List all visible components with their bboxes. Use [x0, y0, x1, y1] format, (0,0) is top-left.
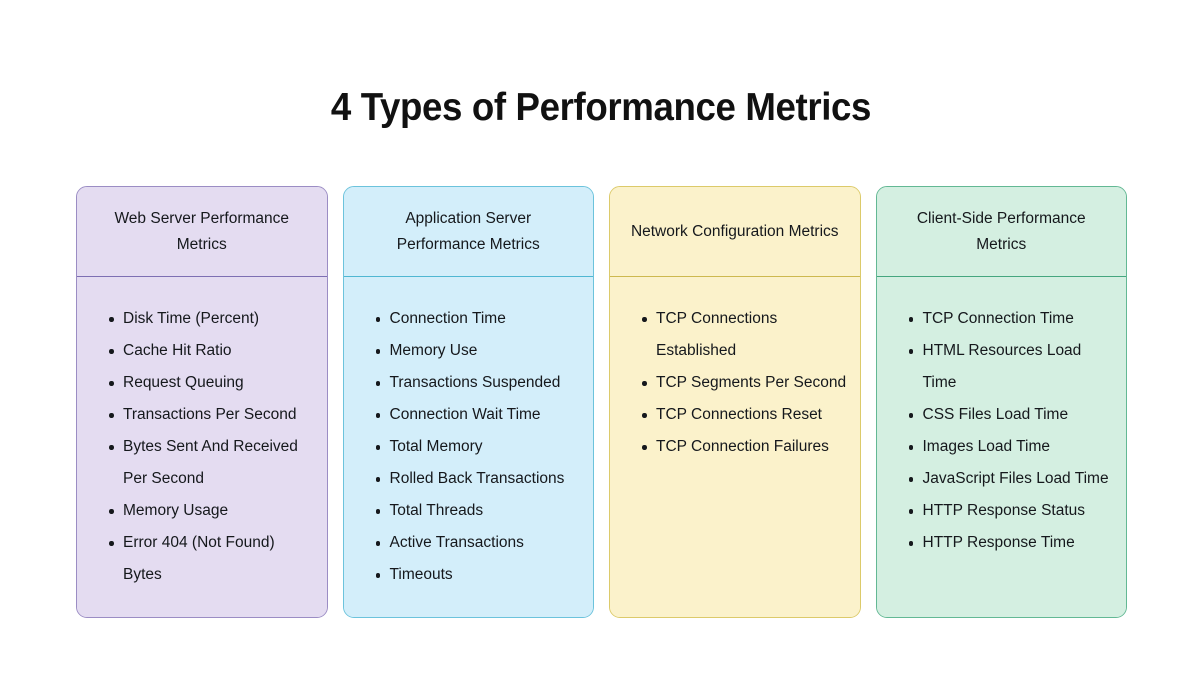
bullet-icon [642, 317, 647, 322]
metric-list-item: Disk Time (Percent) [87, 303, 317, 335]
metric-list-item: Transactions Per Second [87, 399, 317, 431]
metric-list-item-label: Timeouts [389, 566, 453, 583]
metric-list-item-label: Error 404 (Not Found) Bytes [123, 534, 275, 583]
bullet-icon [375, 509, 380, 514]
metric-list-item: Cache Hit Ratio [87, 335, 317, 367]
metric-list-item-label: Bytes Sent And Received Per Second [123, 438, 298, 487]
metric-list-item: Transactions Suspended [354, 367, 584, 399]
bullet-icon [109, 317, 114, 322]
metric-list-item: TCP Connection Failures [620, 431, 850, 463]
metric-list-item: Connection Wait Time [354, 399, 584, 431]
metric-list-item-label: Memory Use [389, 342, 478, 359]
metric-list-item: TCP Connection Time [887, 303, 1117, 335]
bullet-icon [908, 477, 913, 482]
bullet-icon [375, 381, 380, 386]
metric-list-item-label: CSS Files Load Time [922, 406, 1069, 423]
metric-list-item-label: TCP Connection Time [922, 310, 1074, 327]
metric-list-item-label: Active Transactions [389, 534, 524, 551]
metric-card-application-server: Application Server Performance Metrics C… [342, 186, 594, 618]
bullet-icon [109, 541, 114, 546]
metric-list-item-label: Disk Time (Percent) [123, 310, 260, 327]
bullet-icon [375, 541, 380, 546]
metric-categories-row: Web Server Performance Metrics Disk Time… [76, 186, 1127, 618]
metric-card-title: Network Configuration Metrics [610, 187, 860, 277]
metric-list-item: Memory Use [354, 335, 584, 367]
metric-list-item-label: TCP Segments Per Second [656, 374, 847, 391]
metric-list-item: TCP Connections Established [620, 303, 850, 367]
metric-list-item: Timeouts [354, 559, 584, 591]
metric-list-item: Total Threads [354, 495, 584, 527]
metric-card-title: Web Server Performance Metrics [77, 187, 327, 277]
bullet-icon [375, 413, 380, 418]
metric-list-item: TCP Connections Reset [620, 399, 850, 431]
metric-card-title: Application Server Performance Metrics [343, 187, 593, 277]
metric-card-web-server: Web Server Performance Metrics Disk Time… [76, 186, 328, 618]
metric-list-item: HTML Resources Load Time [887, 335, 1117, 399]
bullet-icon [908, 317, 913, 322]
bullet-icon [642, 413, 647, 418]
metric-list-item-label: Total Threads [389, 502, 484, 519]
metric-list-item-label: HTTP Response Time [922, 534, 1075, 551]
page-title: 4 Types of Performance Metrics [330, 86, 872, 129]
metric-list-item: Rolled Back Transactions [354, 463, 584, 495]
metric-card-client-side: Client-Side Performance Metrics TCP Conn… [875, 186, 1127, 618]
bullet-icon [375, 349, 380, 354]
metric-list-item-label: TCP Connections Established [656, 310, 778, 359]
bullet-icon [908, 541, 913, 546]
bullet-icon [375, 573, 380, 578]
bullet-icon [908, 413, 913, 418]
bullet-icon [908, 445, 913, 450]
metric-list-item: Connection Time [354, 303, 584, 335]
metric-list-item-label: Connection Time [389, 310, 506, 327]
bullet-icon [109, 349, 114, 354]
metric-list-item-label: TCP Connections Reset [656, 406, 822, 423]
metric-list-item-label: Connection Wait Time [389, 406, 541, 423]
metric-card-title: Client-Side Performance Metrics [876, 187, 1126, 277]
bullet-icon [642, 381, 647, 386]
bullet-icon [375, 445, 380, 450]
metric-list-item: Memory Usage [87, 495, 317, 527]
metric-list-item-label: TCP Connection Failures [656, 438, 829, 455]
bullet-icon [109, 509, 114, 514]
metric-list-item-label: HTML Resources Load Time [922, 342, 1082, 391]
metric-list-item: CSS Files Load Time [887, 399, 1117, 431]
metric-list-item: Request Queuing [87, 367, 317, 399]
bullet-icon [109, 381, 114, 386]
metric-list-item-label: Images Load Time [922, 438, 1051, 455]
metric-list-item: HTTP Response Time [887, 527, 1117, 559]
metric-list-item: TCP Segments Per Second [620, 367, 850, 399]
metric-list-item: JavaScript Files Load Time [887, 463, 1117, 495]
metric-list-item-label: Request Queuing [123, 374, 244, 391]
metric-list-item-label: Memory Usage [123, 502, 229, 519]
metric-list-item: HTTP Response Status [887, 495, 1117, 527]
bullet-icon [642, 445, 647, 450]
metric-list-item-label: Rolled Back Transactions [389, 470, 565, 487]
bullet-icon [375, 477, 380, 482]
metric-list-item: Total Memory [354, 431, 584, 463]
metric-list-item-label: Cache Hit Ratio [123, 342, 232, 359]
bullet-icon [109, 445, 114, 450]
metric-list-item: Error 404 (Not Found) Bytes [87, 527, 317, 591]
metric-list-item: Images Load Time [887, 431, 1117, 463]
metric-list-item-label: HTTP Response Status [922, 502, 1086, 519]
metric-list-item-label: Transactions Per Second [123, 406, 297, 423]
metric-list-item-label: JavaScript Files Load Time [922, 470, 1109, 487]
bullet-icon [908, 509, 913, 514]
bullet-icon [375, 317, 380, 322]
metric-card-network-configuration: Network Configuration Metrics TCP Connec… [609, 186, 861, 618]
metric-list-item-label: Transactions Suspended [389, 374, 561, 391]
bullet-icon [908, 349, 913, 354]
metric-list-item: Active Transactions [354, 527, 584, 559]
bullet-icon [109, 413, 114, 418]
metric-list-item-label: Total Memory [389, 438, 483, 455]
metric-list-item: Bytes Sent And Received Per Second [87, 431, 317, 495]
